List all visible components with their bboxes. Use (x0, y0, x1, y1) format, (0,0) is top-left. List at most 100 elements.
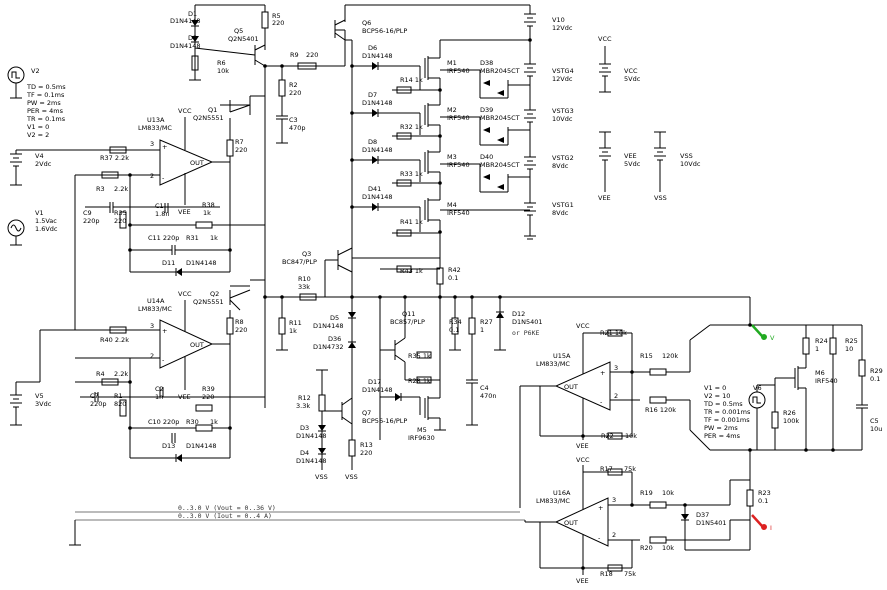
diode-d40-a (483, 174, 490, 180)
label-d8: D8 (368, 138, 377, 146)
label-r32: R32 1k (400, 123, 423, 131)
label-r33: R33 1k (400, 170, 423, 178)
label-c9: C9 (83, 209, 92, 217)
label-vss-q7: VSS (315, 473, 328, 481)
label-d4-value: D1N4148 (296, 457, 327, 465)
label-q6: Q6 (362, 19, 371, 27)
svg-text:-: - (162, 356, 165, 364)
label-r20-value: 10k (662, 544, 674, 552)
label-v5: V5 (35, 392, 44, 400)
label-r7-value: 220 (235, 146, 247, 154)
label-d13-value: D1N4148 (186, 442, 217, 450)
resistor-r42 (436, 267, 444, 285)
svg-text:-: - (598, 534, 601, 542)
annotation-iout-range: 0..3.0 V (Iout = 0..4 A) (178, 512, 272, 520)
diode-d13-symbol (176, 454, 182, 462)
diode-d38-b (497, 90, 504, 96)
current-probe-marker (751, 514, 763, 527)
label-r35b: R35 1k (408, 352, 431, 360)
diode-d17-symbol (395, 393, 401, 401)
stage-supplies (524, 5, 536, 240)
label-vcc-u15: VCC (576, 322, 590, 330)
label-vstg4-value: 12Vdc (552, 75, 573, 83)
label-u13a: U13A (147, 116, 165, 124)
label-d17: D17 (368, 378, 381, 386)
label-c7: C7 (90, 392, 99, 400)
pin-3-u15: 3 (614, 364, 618, 372)
label-r25-value: 10 (845, 345, 853, 353)
label-q1-value: Q2N5551 (193, 114, 224, 122)
pin-2-u15: 2 (614, 392, 618, 400)
zener-d36-symbol (348, 342, 356, 348)
label-r29-value: 0.1 (870, 375, 880, 383)
label-d7: D7 (368, 91, 377, 99)
pin-2-u16: 2 (612, 531, 616, 539)
label-r28: R28 1k (408, 377, 431, 385)
pin-3-u14: 3 (150, 322, 154, 330)
label-r42: R42 (448, 266, 461, 274)
label-v6-pw: PW = 2ms (704, 424, 738, 432)
r9-r2-c3 (265, 62, 345, 144)
label-r22-value: 10k (625, 432, 637, 440)
resistor-r31 (195, 221, 213, 229)
diode-d5-symbol (348, 312, 356, 318)
label-r13: R13 (360, 441, 373, 449)
label-q3: Q3 (302, 250, 311, 258)
diode-d12-symbol (496, 312, 504, 318)
transistor-q3-stage (324, 232, 444, 297)
label-vstg4: VSTG4 (552, 67, 574, 75)
label-r34-value: 0.1 (449, 326, 459, 334)
label-r39: R39 (202, 385, 215, 393)
label-q11: Q11 (402, 310, 415, 318)
label-r38: R38 (202, 201, 215, 209)
resistor-r21 (607, 329, 623, 337)
label-r42-value: 0.1 (448, 274, 458, 282)
label-d3: D3 (300, 424, 309, 432)
label-q2: Q2 (210, 290, 219, 298)
left-sources (7, 149, 155, 426)
resistor-r29 (858, 359, 866, 377)
label-r12: R12 (298, 394, 311, 402)
diode-d37-symbol (681, 514, 689, 520)
label-d36: D36 (328, 335, 341, 343)
pulse-source-v2 (7, 66, 25, 99)
probe-voltage-label: V (770, 334, 775, 342)
label-d5-value: D1N4148 (313, 322, 344, 330)
label-d11-value: D1N4148 (186, 259, 217, 267)
label-d38: D38 (480, 59, 493, 67)
label-c1-value: 1.8n (155, 210, 169, 218)
label-v5-value: 3Vdc (35, 400, 52, 408)
diode-d7-symbol (372, 109, 378, 117)
label-v6-tf: TF = 0.001ms (703, 416, 750, 424)
diode-d1-symbol (191, 20, 199, 26)
transistor-q2-stage (226, 96, 750, 408)
label-r4: R4 (96, 370, 105, 378)
label-vcc-u14: VCC (178, 290, 192, 298)
label-v4: V4 (35, 152, 44, 160)
out-label-u13: OUT (190, 159, 204, 167)
label-m3: M3 (447, 153, 457, 161)
label-d3-value: D1N4148 (296, 432, 327, 440)
diode-d2-symbol (191, 36, 199, 42)
label-r1: R1 (114, 392, 123, 400)
label-d11: D11 (162, 259, 175, 267)
label-c5-value: 10u (870, 425, 882, 433)
diode-d38-a (483, 80, 490, 86)
label-d6-value: D1N4148 (362, 52, 393, 60)
label-r22: R22 (601, 432, 614, 440)
label-r3: R3 (96, 185, 105, 193)
zener-reference-stage (316, 297, 356, 470)
label-r5: R5 (272, 12, 281, 20)
q5-driver-stage (189, 4, 269, 86)
label-v1-dc: 1.6Vdc (35, 225, 58, 233)
label-r1-value: 820 (114, 400, 126, 408)
label-r19-value: 10k (662, 489, 674, 497)
label-r25: R25 (845, 337, 858, 345)
component-labels: D1 D1N4148 D2 D1N4148 R5 220 Q5 Q2N5401 … (26, 10, 883, 585)
label-m2: M2 (447, 106, 457, 114)
label-r7: R7 (235, 138, 244, 146)
svg-text:+: + (598, 504, 603, 512)
label-r34: R34 (449, 318, 462, 326)
out-label-u14: OUT (190, 341, 204, 349)
resistor-r3 (101, 171, 119, 179)
